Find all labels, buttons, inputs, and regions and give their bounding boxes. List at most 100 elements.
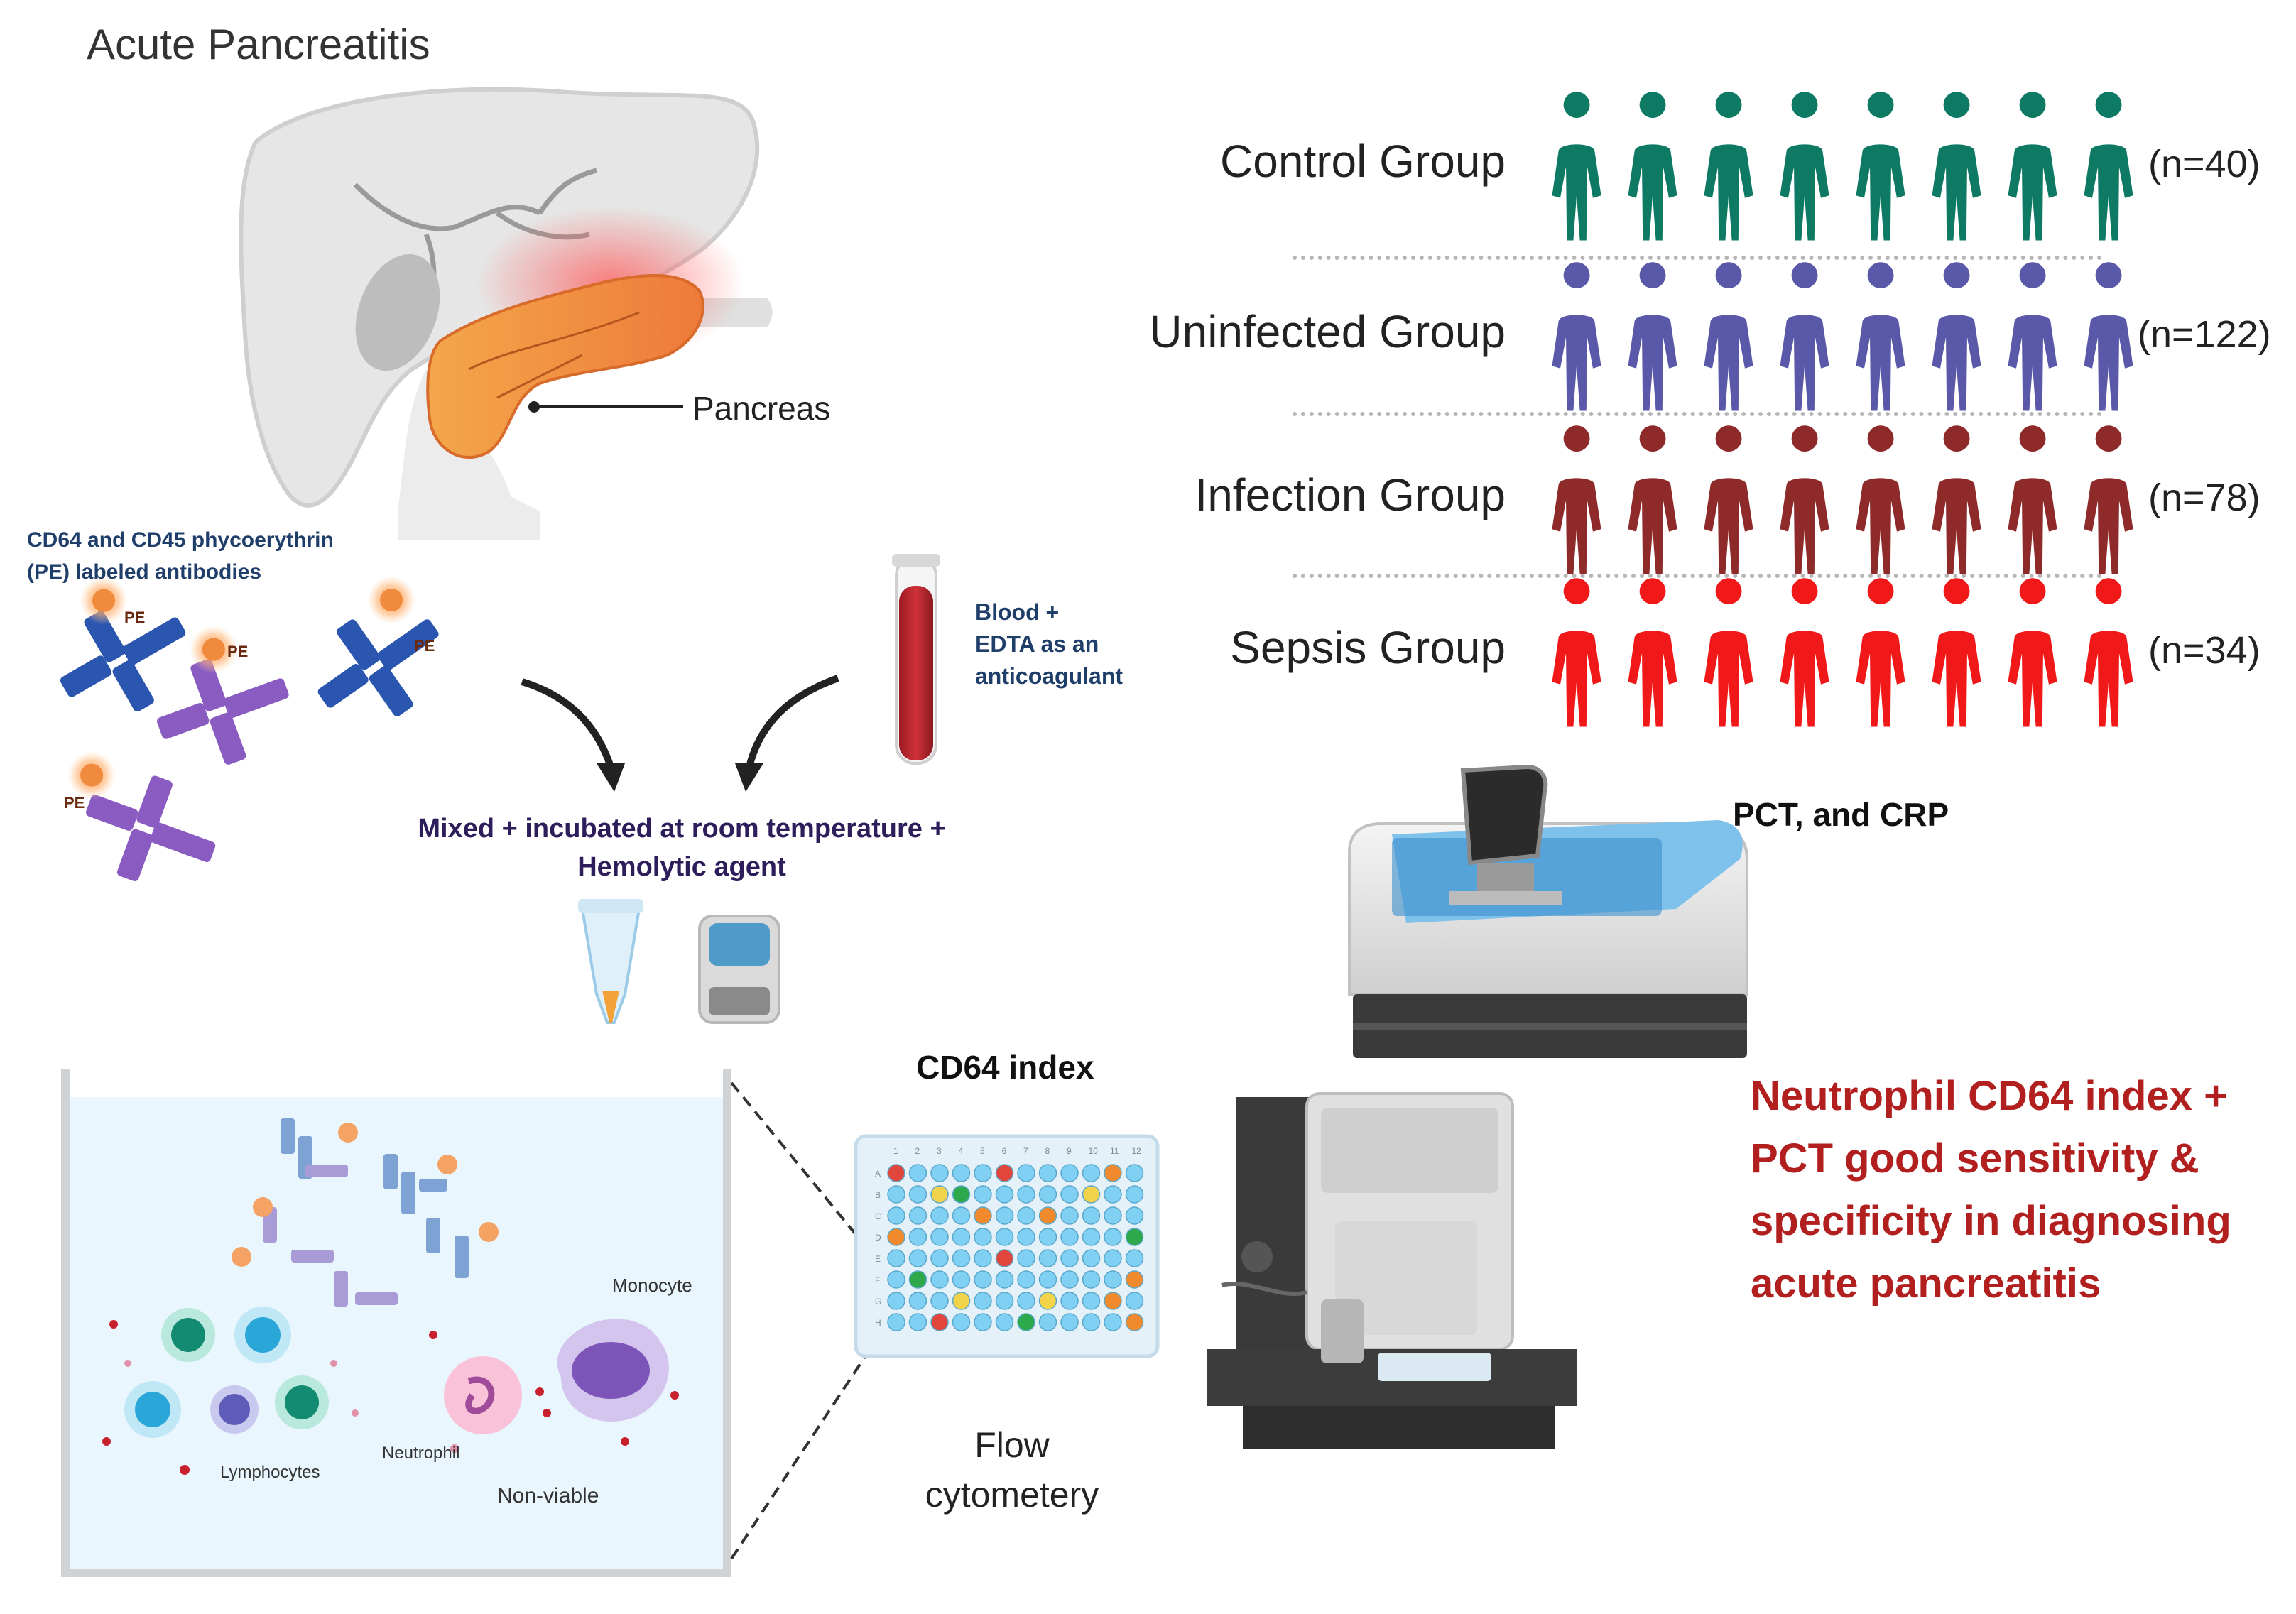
eppendorf-tube (578, 899, 643, 1024)
arrow-left-curve (521, 678, 614, 768)
person-icon (2084, 92, 2133, 241)
antibody-3 (317, 575, 439, 716)
zoom-line-bottom (730, 1337, 878, 1560)
arrow-left-head (597, 763, 625, 792)
plate-well (930, 1185, 949, 1204)
plate-well (887, 1206, 905, 1225)
person-icon (1704, 262, 1753, 411)
person-icon (1780, 262, 1829, 411)
neutrophil-cell (444, 1356, 522, 1434)
plate-well (1017, 1206, 1035, 1225)
plate-col-label: 11 (1110, 1146, 1119, 1156)
lymphocyte-cell (161, 1308, 215, 1362)
person-icon (1932, 425, 1981, 574)
lymphocyte-cell (275, 1375, 329, 1429)
liver-pancreas-illustration (239, 87, 773, 540)
group-count: (n=40) (2148, 143, 2260, 185)
plate-well (1017, 1228, 1035, 1246)
plate-well (930, 1270, 949, 1289)
plate-well (1125, 1313, 1144, 1331)
plate-well (908, 1164, 927, 1182)
plate-well (995, 1249, 1014, 1267)
conclusion-text: Neutrophil CD64 index + PCT good sensiti… (1751, 1065, 2231, 1315)
cell-debris (102, 1320, 679, 1475)
nonviable-label: Non-viable (497, 1484, 599, 1507)
plate-well (930, 1206, 949, 1225)
plate-well (995, 1164, 1014, 1182)
plate-well (995, 1185, 1014, 1204)
plate-row-label: C (875, 1211, 881, 1221)
plate-well (974, 1206, 992, 1225)
person-icon (1704, 578, 1753, 727)
plate-well (1060, 1313, 1079, 1331)
person-icon (1628, 425, 1677, 574)
arrow-right-head (735, 763, 763, 792)
lymphocyte-cell (234, 1307, 291, 1363)
plate-well (974, 1313, 992, 1331)
plate-well (1017, 1270, 1035, 1289)
antibodies-label-line-1: CD64 and CD45 phycoerythrin (27, 528, 334, 552)
arrow-right-curve (746, 675, 839, 768)
plate-well (995, 1228, 1014, 1246)
antibody-2 (157, 625, 289, 765)
group-count: (n=78) (2148, 476, 2260, 519)
plate-col-label: 6 (1002, 1146, 1007, 1156)
plate-well (1125, 1228, 1144, 1246)
group-count: (n=122) (2138, 313, 2271, 356)
antibodies-label: CD64 and CD45 phycoerythrin (PE) labeled… (27, 524, 334, 588)
plate-well (1017, 1185, 1035, 1204)
plate-well (887, 1185, 905, 1204)
person-icon (1856, 92, 1905, 241)
plate-well (952, 1228, 971, 1246)
plate-well (908, 1249, 927, 1267)
plate-well (1038, 1228, 1057, 1246)
plate-well (1125, 1270, 1144, 1289)
plate-well (908, 1228, 927, 1246)
plate-row-label: E (875, 1254, 881, 1264)
plate-well (1104, 1249, 1122, 1267)
plate-well (1104, 1164, 1122, 1182)
plate-col-label: 2 (915, 1146, 920, 1156)
plate-row-label: D (875, 1233, 881, 1243)
figure-title: Acute Pancreatitis (87, 21, 430, 68)
plate-well (1038, 1292, 1057, 1310)
conclusion-line-4: acute pancreatitis (1751, 1260, 2101, 1307)
plate-well (952, 1270, 971, 1289)
plate-well (887, 1270, 905, 1289)
pe-tag: PE (414, 637, 435, 655)
antibodies-label-line-2: (PE) labeled antibodies (27, 560, 262, 584)
plate-well (1038, 1206, 1057, 1225)
plate-col-label: 8 (1045, 1146, 1050, 1156)
person-icon (2008, 92, 2057, 241)
flow-cytometer (1207, 1092, 1577, 1449)
person-icon (1704, 92, 1753, 241)
plate-well (1104, 1185, 1122, 1204)
blood-tube (892, 554, 940, 765)
plate-well (1125, 1292, 1144, 1310)
process-arrows (521, 675, 839, 792)
beaker-antibodies (232, 1118, 499, 1307)
plate-col-label: 12 (1132, 1146, 1142, 1156)
plate-well (1060, 1249, 1079, 1267)
plate-well (974, 1249, 992, 1267)
conclusion-line-1: Neutrophil CD64 index + (1751, 1073, 2228, 1119)
plate-well (1125, 1249, 1144, 1267)
plate-well (1082, 1228, 1101, 1246)
group-divider (1293, 256, 2102, 260)
plate-well (1060, 1270, 1079, 1289)
group-label: Infection Group (1195, 469, 1506, 520)
plate-col-label: 10 (1089, 1146, 1099, 1156)
mix-label: Mixed + incubated at room temperature + … (398, 809, 966, 886)
plate-well (995, 1270, 1014, 1289)
pancreas-label: Pancreas (692, 390, 831, 427)
flow-label-line-1: Flow (974, 1425, 1050, 1465)
plate-well (908, 1292, 927, 1310)
pct-crp-label: PCT, and CRP (1733, 796, 1949, 833)
lymphocyte-cell (124, 1381, 181, 1438)
plate-row-label: A (875, 1169, 881, 1179)
pe-tag: PE (227, 643, 249, 660)
plate-well (1038, 1164, 1057, 1182)
person-icon (1552, 262, 1601, 411)
person-icon (1628, 92, 1677, 241)
